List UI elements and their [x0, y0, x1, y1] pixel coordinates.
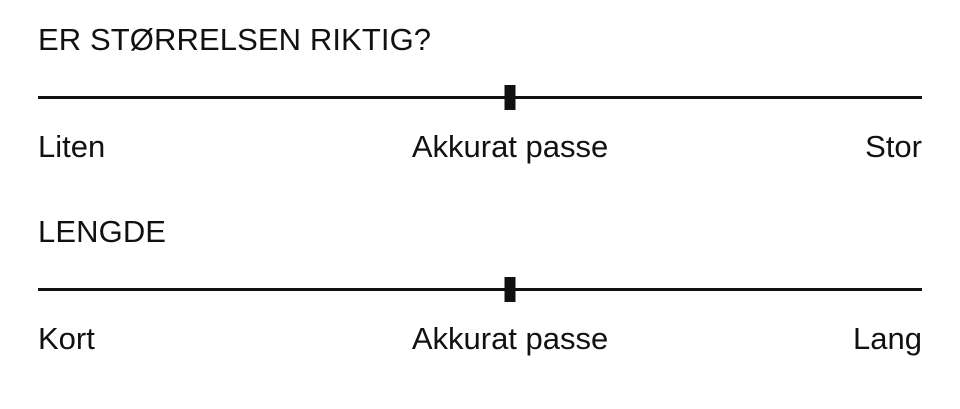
size-scale-slider[interactable]	[38, 83, 922, 113]
length-scale-marker[interactable]	[504, 277, 516, 302]
length-scale-label-center: Akkurat passe	[411, 321, 609, 356]
scale-heading-length: LENGDE	[38, 214, 167, 249]
size-scale-label-left: Liten	[38, 129, 106, 164]
scale-group-length: LENGDE Kort Akkurat passe Lang	[38, 214, 922, 361]
size-scale-marker[interactable]	[504, 85, 516, 110]
size-scale-label-center: Akkurat passe	[411, 129, 609, 164]
size-scale-anchor-labels: Liten Akkurat passe Stor	[38, 127, 922, 169]
length-scale-label-right: Lang	[853, 321, 922, 356]
scale-group-size: ER STØRRELSEN RIKTIG? Liten Akkurat pass…	[38, 22, 922, 169]
scale-heading-size: ER STØRRELSEN RIKTIG?	[38, 22, 432, 57]
length-scale-label-left: Kort	[38, 321, 95, 356]
size-scale-label-right: Stor	[865, 129, 922, 164]
length-scale-track[interactable]	[38, 288, 922, 291]
length-scale-anchor-labels: Kort Akkurat passe Lang	[38, 319, 922, 361]
size-scale-track[interactable]	[38, 96, 922, 99]
length-scale-slider[interactable]	[38, 275, 922, 305]
